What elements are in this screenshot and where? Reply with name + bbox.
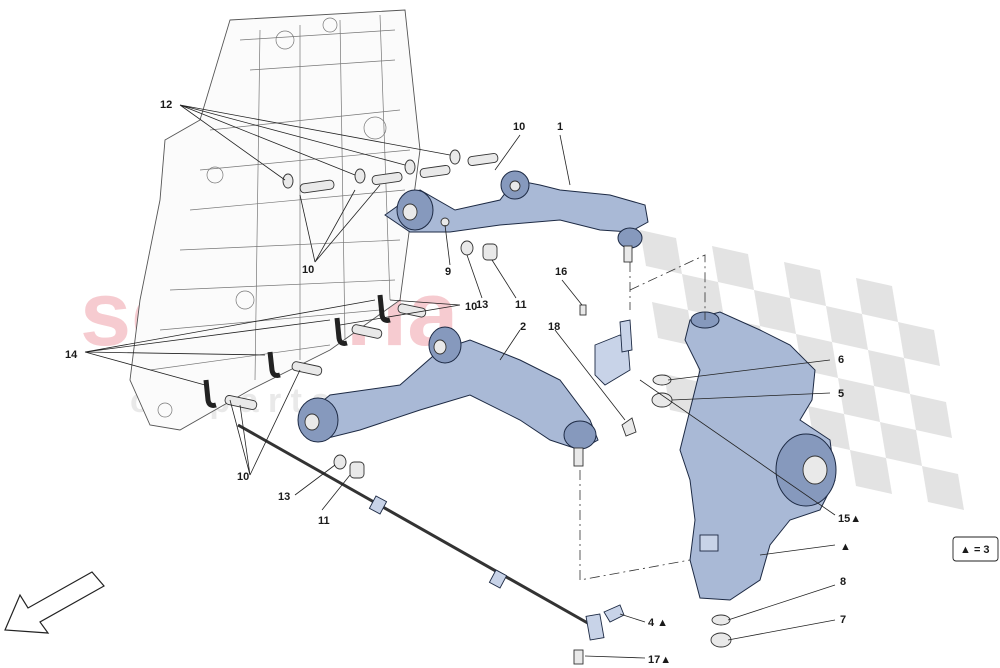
checker-square bbox=[712, 246, 754, 290]
leader-lines bbox=[84, 104, 836, 659]
callout-triangle: ▲ bbox=[840, 541, 851, 553]
callout-10d: 10 bbox=[237, 471, 249, 483]
checker-square bbox=[784, 262, 826, 306]
callout-1: 1 bbox=[557, 121, 563, 133]
callout-11b: 11 bbox=[318, 515, 330, 527]
callout-18: 18 bbox=[548, 321, 560, 333]
chassis-frame bbox=[129, 9, 421, 431]
callout-labels: 1 2 4 ▲ 5 6 7 8 9 10 10 10 10 11 11 12 1… bbox=[65, 99, 861, 666]
upright-hub-carrier bbox=[679, 311, 837, 601]
track-rod bbox=[237, 423, 625, 641]
checker-square bbox=[838, 378, 880, 422]
callout-16: 16 bbox=[555, 266, 567, 278]
callout-17: 17▲ bbox=[648, 654, 671, 666]
callout-14: 14 bbox=[65, 349, 78, 361]
callout-10b: 10 bbox=[302, 264, 314, 276]
callout-5: 5 bbox=[838, 388, 844, 400]
checker-square bbox=[856, 278, 898, 322]
callout-10a: 10 bbox=[513, 121, 525, 133]
callout-10c: 10 bbox=[465, 301, 477, 313]
checker-square bbox=[826, 306, 868, 350]
legend-text: ▲ = 3 bbox=[960, 544, 990, 556]
callout-2: 2 bbox=[520, 321, 526, 333]
callout-7: 7 bbox=[840, 614, 846, 626]
checker-square bbox=[754, 290, 796, 334]
checker-square bbox=[922, 466, 964, 510]
callout-13a: 13 bbox=[476, 299, 488, 311]
hardware-small-parts bbox=[203, 149, 732, 665]
assembly-lines bbox=[579, 254, 706, 581]
checker-square bbox=[868, 350, 910, 394]
checker-square bbox=[880, 422, 922, 466]
checker-square bbox=[682, 274, 724, 318]
callout-13b: 13 bbox=[278, 491, 290, 503]
lower-wishbone bbox=[297, 326, 599, 467]
callout-15: 15▲ bbox=[838, 513, 861, 525]
callout-11a: 11 bbox=[515, 299, 527, 311]
direction-arrow-icon bbox=[4, 571, 105, 634]
upper-wishbone bbox=[384, 170, 649, 263]
checker-square bbox=[898, 322, 940, 366]
checker-square bbox=[910, 394, 952, 438]
checker-square bbox=[850, 450, 892, 494]
callout-6: 6 bbox=[838, 354, 844, 366]
legend-box: ▲ = 3 bbox=[952, 536, 999, 562]
bracket-18 bbox=[594, 319, 633, 386]
callout-9: 9 bbox=[445, 266, 451, 278]
callout-4: 4 ▲ bbox=[648, 617, 668, 629]
checker-square bbox=[652, 302, 694, 346]
callout-8: 8 bbox=[840, 576, 846, 588]
callout-12: 12 bbox=[160, 99, 172, 111]
checker-square bbox=[640, 230, 682, 274]
